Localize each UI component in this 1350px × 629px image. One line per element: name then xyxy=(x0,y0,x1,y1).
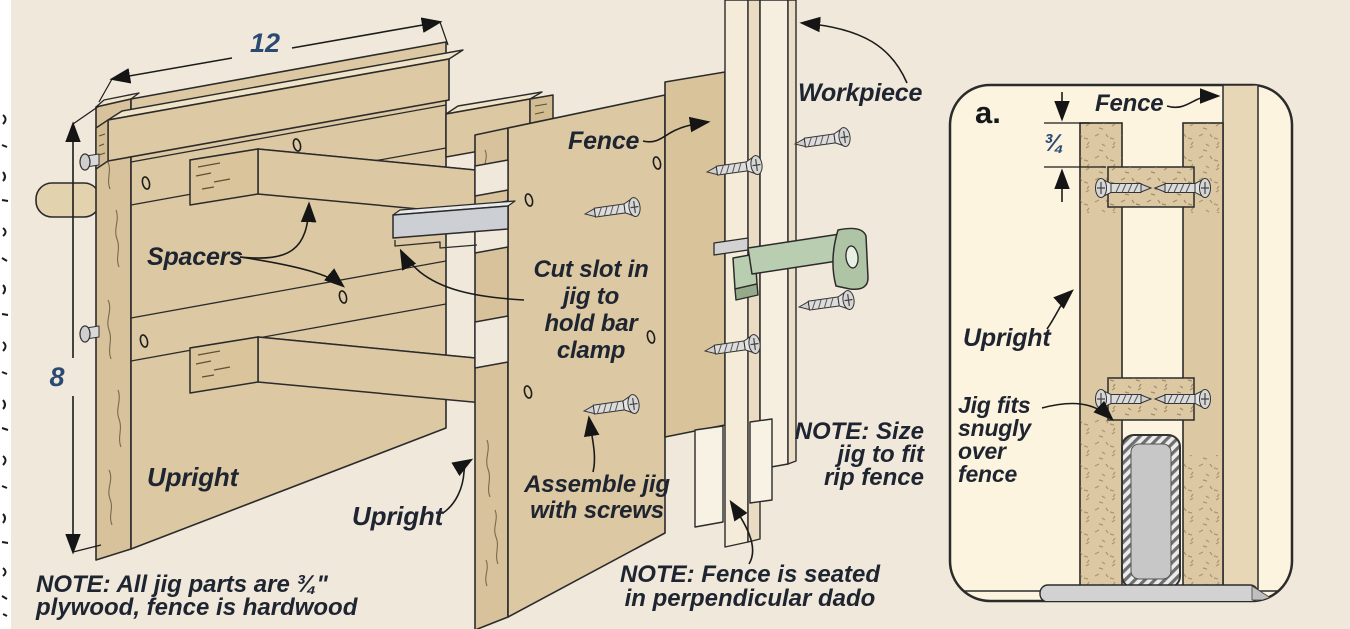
inset-upright-label: Upright xyxy=(963,324,1051,352)
height-dimension: 8 xyxy=(49,362,65,392)
spacers-label: Spacers xyxy=(147,243,243,271)
workpiece-label: Workpiece xyxy=(798,79,923,107)
inset-tag: a. xyxy=(975,95,1001,130)
right-upright-panel xyxy=(474,94,666,629)
upright-right-label: Upright xyxy=(352,501,444,531)
inset-saw-table xyxy=(952,584,1290,601)
assemble-callout: Assemble jig with screws xyxy=(524,471,670,524)
width-dimension: 12 xyxy=(249,28,281,58)
workpiece-board xyxy=(759,0,797,470)
note-fence-seated: NOTE: Fence is seated in perpendicular d… xyxy=(619,561,881,612)
inset-rip-fence-section xyxy=(1121,434,1181,589)
note-size-jig: NOTE: Size jig to fit rip fence xyxy=(794,418,924,491)
inset-fence-board xyxy=(1222,85,1259,601)
inset-snug-callout: Jig fits snugly over fence xyxy=(958,392,1031,487)
bar-clamp-head xyxy=(713,227,869,301)
upright-left-label: Upright xyxy=(147,462,239,492)
edge-screw-heads xyxy=(79,153,100,343)
cut-slot-callout: Cut slot in jig to hold bar clamp xyxy=(533,256,649,364)
inset-leaders xyxy=(1041,88,1221,421)
top-rail xyxy=(95,49,464,170)
inset-thickness-dimension: ¾ xyxy=(1044,130,1065,157)
dimension-lines xyxy=(65,17,449,555)
dowel-handle xyxy=(35,182,101,218)
page-edge-fragments xyxy=(0,0,11,629)
note-materials: NOTE: All jig parts are ¾" plywood, fenc… xyxy=(36,571,358,621)
bar-clamp-bar xyxy=(392,200,516,249)
leader-arrows xyxy=(239,16,908,565)
inset-panel xyxy=(948,83,1294,603)
fence-label: Fence xyxy=(568,127,640,155)
plywood-grain xyxy=(105,134,122,526)
rip-fence-dado-seat xyxy=(694,418,773,528)
inset-fence-label: Fence xyxy=(1095,90,1164,117)
